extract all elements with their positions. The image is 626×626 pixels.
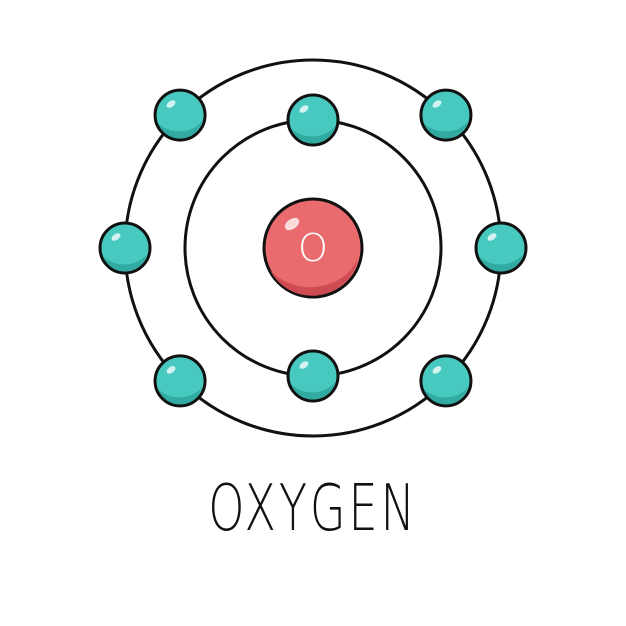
- electron-body: [153, 88, 207, 142]
- electron-body: [419, 354, 473, 408]
- electrons-inner-shell: [286, 93, 340, 403]
- electron: [419, 354, 473, 408]
- electron-highlight: [166, 100, 176, 108]
- electron-highlight: [432, 366, 442, 374]
- electron: [286, 93, 340, 147]
- electron: [153, 354, 207, 408]
- nucleus: O: [262, 197, 364, 299]
- nucleus-highlight: [284, 217, 300, 231]
- electron-shade: [423, 121, 468, 139]
- element-name: OXYGEN: [208, 472, 418, 546]
- electron-shade: [291, 126, 335, 144]
- electrons-outer-shell: [98, 88, 528, 408]
- electron-body: [286, 349, 340, 403]
- electron-shade: [479, 254, 523, 272]
- electron-highlight: [166, 366, 176, 374]
- electron-highlight: [487, 233, 497, 241]
- element-symbol: O: [298, 226, 328, 270]
- electron-highlight: [111, 233, 121, 241]
- electron-body: [286, 93, 340, 147]
- electron: [419, 88, 473, 142]
- electron-highlight: [299, 105, 309, 113]
- electron-shade: [103, 254, 147, 272]
- electron-highlight: [432, 100, 442, 108]
- electron: [286, 349, 340, 403]
- electron-shade: [158, 386, 203, 405]
- electron-body: [153, 354, 207, 408]
- nucleus-shade: [270, 258, 358, 296]
- electron-shade: [291, 382, 335, 400]
- electron-body: [98, 221, 152, 275]
- electron: [474, 221, 528, 275]
- electron-shade: [158, 121, 203, 139]
- electron-body: [474, 221, 528, 275]
- electron-body: [419, 88, 473, 142]
- electron: [98, 221, 152, 275]
- electron-shade: [423, 386, 468, 405]
- electron-highlight: [299, 361, 309, 369]
- electron: [153, 88, 207, 142]
